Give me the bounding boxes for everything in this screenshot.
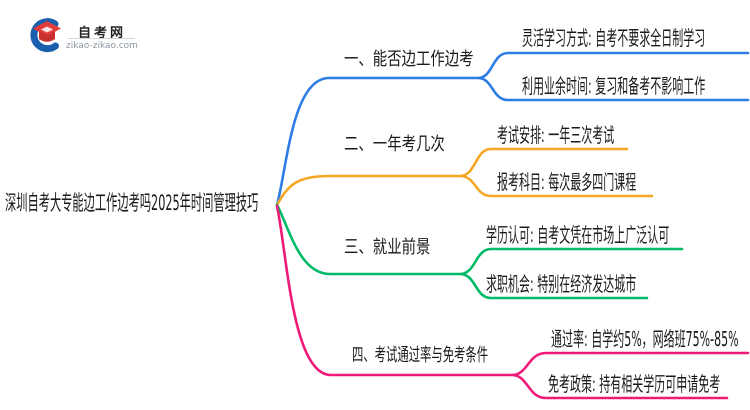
logo-divider — [68, 38, 135, 39]
branch1-label: 一、能否边工作边考 — [344, 49, 474, 70]
branch3-leaf2: 求职机会: 特别在经济发达城市 — [486, 272, 637, 296]
branch2-leaf2: 报考科目: 每次最多四门课程 — [497, 170, 637, 194]
branch2-leaf1: 考试安排: 一年三次考试 — [497, 123, 615, 147]
logo-title: 自考网 — [78, 26, 127, 41]
graduation-cap-icon — [30, 18, 61, 53]
site-logo: 自考网 zikao-zikao.com — [0, 0, 160, 60]
branch3-label: 三、就业前景 — [344, 237, 431, 258]
branch1-leaf1: 灵活学习方式: 自考不要求全日制学习 — [522, 26, 706, 50]
branch4-leaf1: 通过率: 自学约5%，网络班75%-85% — [551, 327, 739, 351]
branch3-curve — [275, 203, 684, 300]
branch4-label: 四、考试通过率与免考条件 — [352, 345, 489, 366]
branch4-curve — [275, 204, 750, 400]
branch2-label: 二、一年考几次 — [344, 134, 445, 155]
root-topic: 深圳自考大专能边工作边考吗2025年时间管理技巧 — [5, 191, 259, 215]
logo-domain-text: zikao-zikao.com — [66, 41, 138, 51]
branch2-curve — [275, 147, 654, 207]
branch1-leaf2: 利用业余时间: 复习和备考不影响工作 — [522, 74, 706, 98]
branch4-leaf2: 免考政策: 持有相关学历可申请免考 — [548, 372, 721, 396]
branch1-curve — [275, 51, 750, 207]
branch3-leaf1: 学历认可: 自考文凭在市场上广泛认可 — [486, 223, 670, 247]
